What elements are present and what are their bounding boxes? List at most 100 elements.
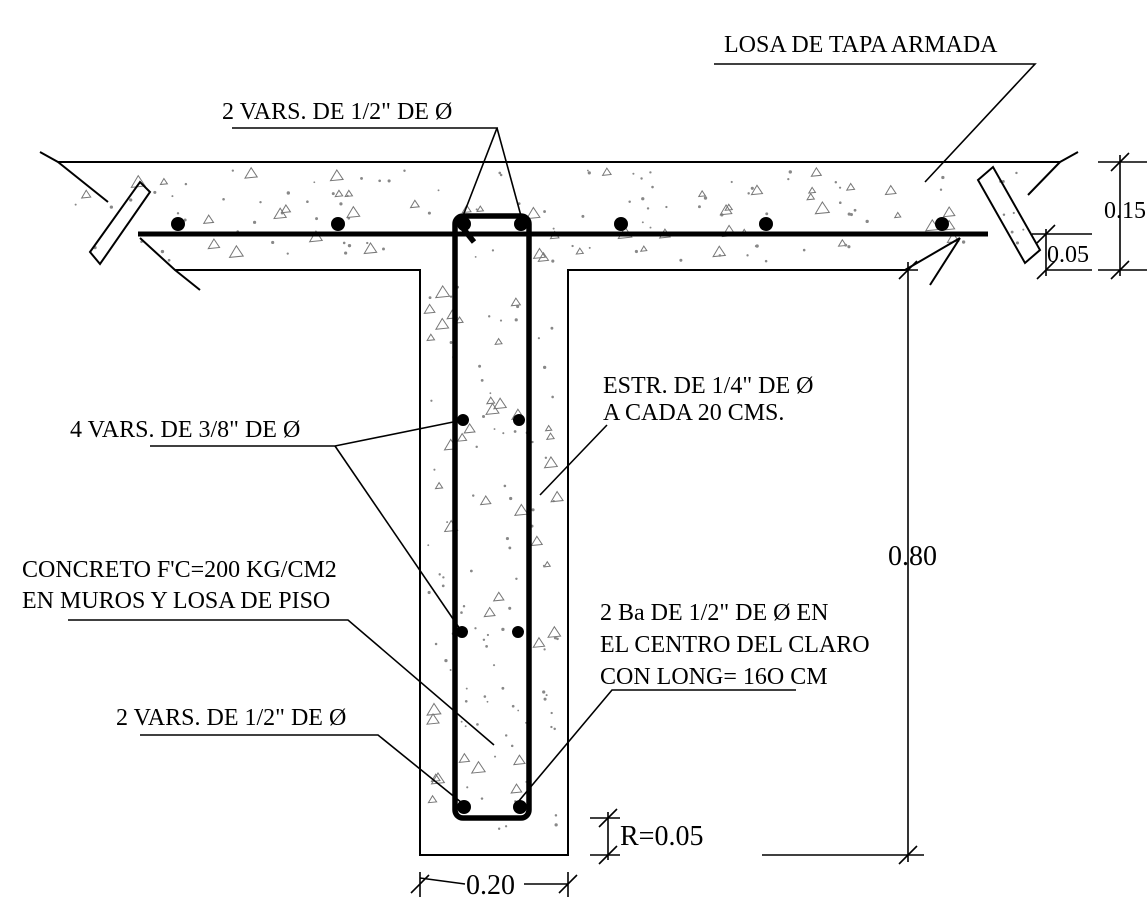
aggregate-mark: [837, 238, 847, 247]
sand-dot: [587, 171, 591, 175]
sand-dot: [550, 326, 554, 330]
sand-dot: [504, 825, 508, 828]
sand-dot: [516, 305, 520, 309]
sand-dot: [552, 227, 555, 230]
sand-dot: [787, 178, 790, 181]
sand-dot: [556, 637, 559, 641]
sand-dot: [342, 241, 346, 245]
sand-dot: [508, 546, 512, 550]
aggregate-mark: [547, 625, 562, 638]
rebar-dot: [759, 217, 773, 231]
sand-dot: [502, 432, 505, 435]
aggregate-mark: [492, 591, 505, 602]
aggregate-mark: [807, 186, 817, 194]
sand-dot: [551, 259, 555, 263]
sand-dot: [747, 192, 750, 195]
sand-dot: [844, 243, 848, 247]
sand-dot: [259, 200, 262, 204]
sand-dot: [501, 686, 505, 690]
sand-dot: [834, 180, 838, 184]
sand-dot: [542, 690, 546, 694]
sand-dot: [553, 727, 556, 731]
sand-dot: [231, 169, 234, 172]
sand-dot: [588, 246, 591, 249]
annotation-labels: LOSA DE TAPA ARMADA 2 VARS. DE 1/2" DE Ø…: [22, 32, 998, 731]
sand-dot: [493, 428, 496, 431]
sand-dot: [485, 645, 488, 648]
sand-dot: [344, 251, 348, 255]
section-outline: [39, 151, 1079, 856]
sand-dot: [703, 196, 708, 200]
sand-dot: [427, 590, 431, 595]
sand-dot: [492, 664, 496, 667]
sand-dot: [849, 212, 854, 217]
sand-dot: [628, 200, 631, 204]
sand-dot: [427, 211, 431, 215]
sand-dot: [475, 445, 478, 449]
stirrup: [452, 213, 532, 821]
sand-dot: [545, 694, 548, 697]
sand-dot: [472, 494, 475, 497]
aggregate-mark: [80, 189, 92, 199]
sand-dot: [442, 576, 445, 579]
sand-dot: [1010, 230, 1014, 234]
aggregate-mark: [893, 211, 902, 219]
sand-dot: [511, 704, 515, 708]
label-concreto-line2: EN MUROS Y LOSA DE PISO: [22, 588, 330, 614]
sand-dot: [641, 197, 645, 201]
rebar-dot: [513, 800, 527, 814]
rebar-dot: [514, 217, 528, 231]
aggregate-mark: [430, 773, 441, 783]
sand-dot: [649, 171, 652, 174]
aggregate-mark: [363, 242, 378, 255]
sand-dot: [444, 658, 448, 663]
aggregate-mark: [461, 204, 472, 214]
sand-dot: [491, 249, 495, 252]
rebar-dot: [935, 217, 949, 231]
rebar-dot: [513, 414, 525, 426]
sand-dot: [941, 175, 945, 180]
sand-dot: [542, 564, 546, 568]
sand-dot: [184, 182, 188, 186]
label-ba-line3: CON LONG= 16O CM: [600, 664, 828, 690]
sand-dot: [465, 687, 468, 690]
sand-dot: [153, 190, 157, 194]
aggregate-mark: [532, 247, 547, 259]
aggregate-mark: [512, 754, 526, 766]
aggregate-mark: [329, 169, 344, 182]
sand-dot: [464, 699, 468, 703]
sand-dot: [366, 241, 369, 245]
label-vars-mid: 4 VARS. DE 3/8" DE Ø: [70, 417, 300, 443]
aggregate-mark: [130, 174, 147, 188]
leader-lines: [68, 63, 1037, 804]
sand-dot: [438, 573, 441, 576]
sand-dot: [160, 249, 165, 254]
sand-dot: [403, 169, 406, 172]
rebar-dots: [171, 217, 949, 814]
sand-dot: [551, 395, 554, 399]
sand-dot: [646, 207, 650, 210]
aggregate-mark: [697, 189, 707, 198]
sand-dot: [482, 638, 486, 642]
sand-dot: [449, 295, 453, 298]
sand-dot: [665, 205, 668, 209]
rebar-dot: [331, 217, 345, 231]
dimension-lines: [410, 152, 1147, 897]
sand-dot: [581, 214, 585, 218]
sand-dot: [476, 723, 479, 726]
sand-dot: [961, 240, 966, 244]
sand-dot: [1012, 211, 1015, 215]
aggregate-mark: [550, 490, 564, 503]
sand-dot: [387, 179, 391, 183]
aggregate-mark: [479, 495, 492, 506]
aggregate-mark: [207, 238, 221, 250]
aggregate-mark: [884, 184, 897, 196]
sand-dot: [649, 226, 652, 229]
sand-dot: [847, 245, 851, 249]
sand-dot: [746, 254, 749, 257]
sand-dot: [510, 744, 514, 748]
sand-dot: [586, 169, 589, 172]
sand-dot: [765, 212, 769, 216]
sand-dot: [550, 711, 553, 715]
